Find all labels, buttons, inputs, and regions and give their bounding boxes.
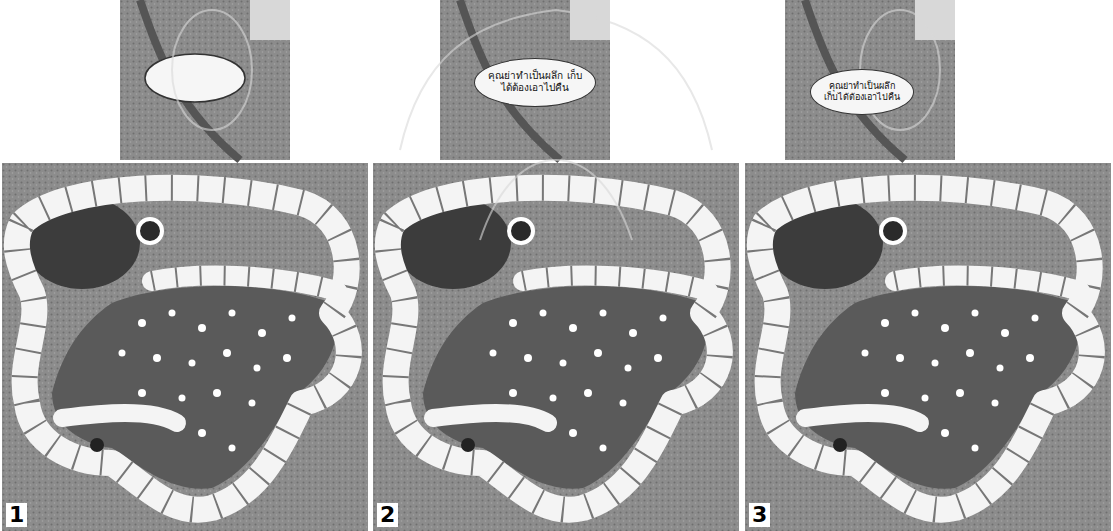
speech-bubble: คุณย่าทำเป็นผลึก เก็บได้ต้องเอาไปคืน	[810, 69, 914, 116]
bubble-text: คุณย่าทำเป็นผลึก เก็บได้ต้องเอาไปคืน	[488, 70, 582, 95]
panel-number: 3	[749, 503, 770, 527]
speech-bubble: คุณย่าทำเป็นผลึก เก็บได้ต้องเอาไปคืน	[474, 58, 596, 107]
panel-number: 2	[377, 503, 398, 527]
bubble-text: คุณย่าทำเป็นผลึก เก็บได้ต้องเอาไปคืน	[824, 81, 900, 104]
panel-number: 1	[6, 503, 27, 527]
